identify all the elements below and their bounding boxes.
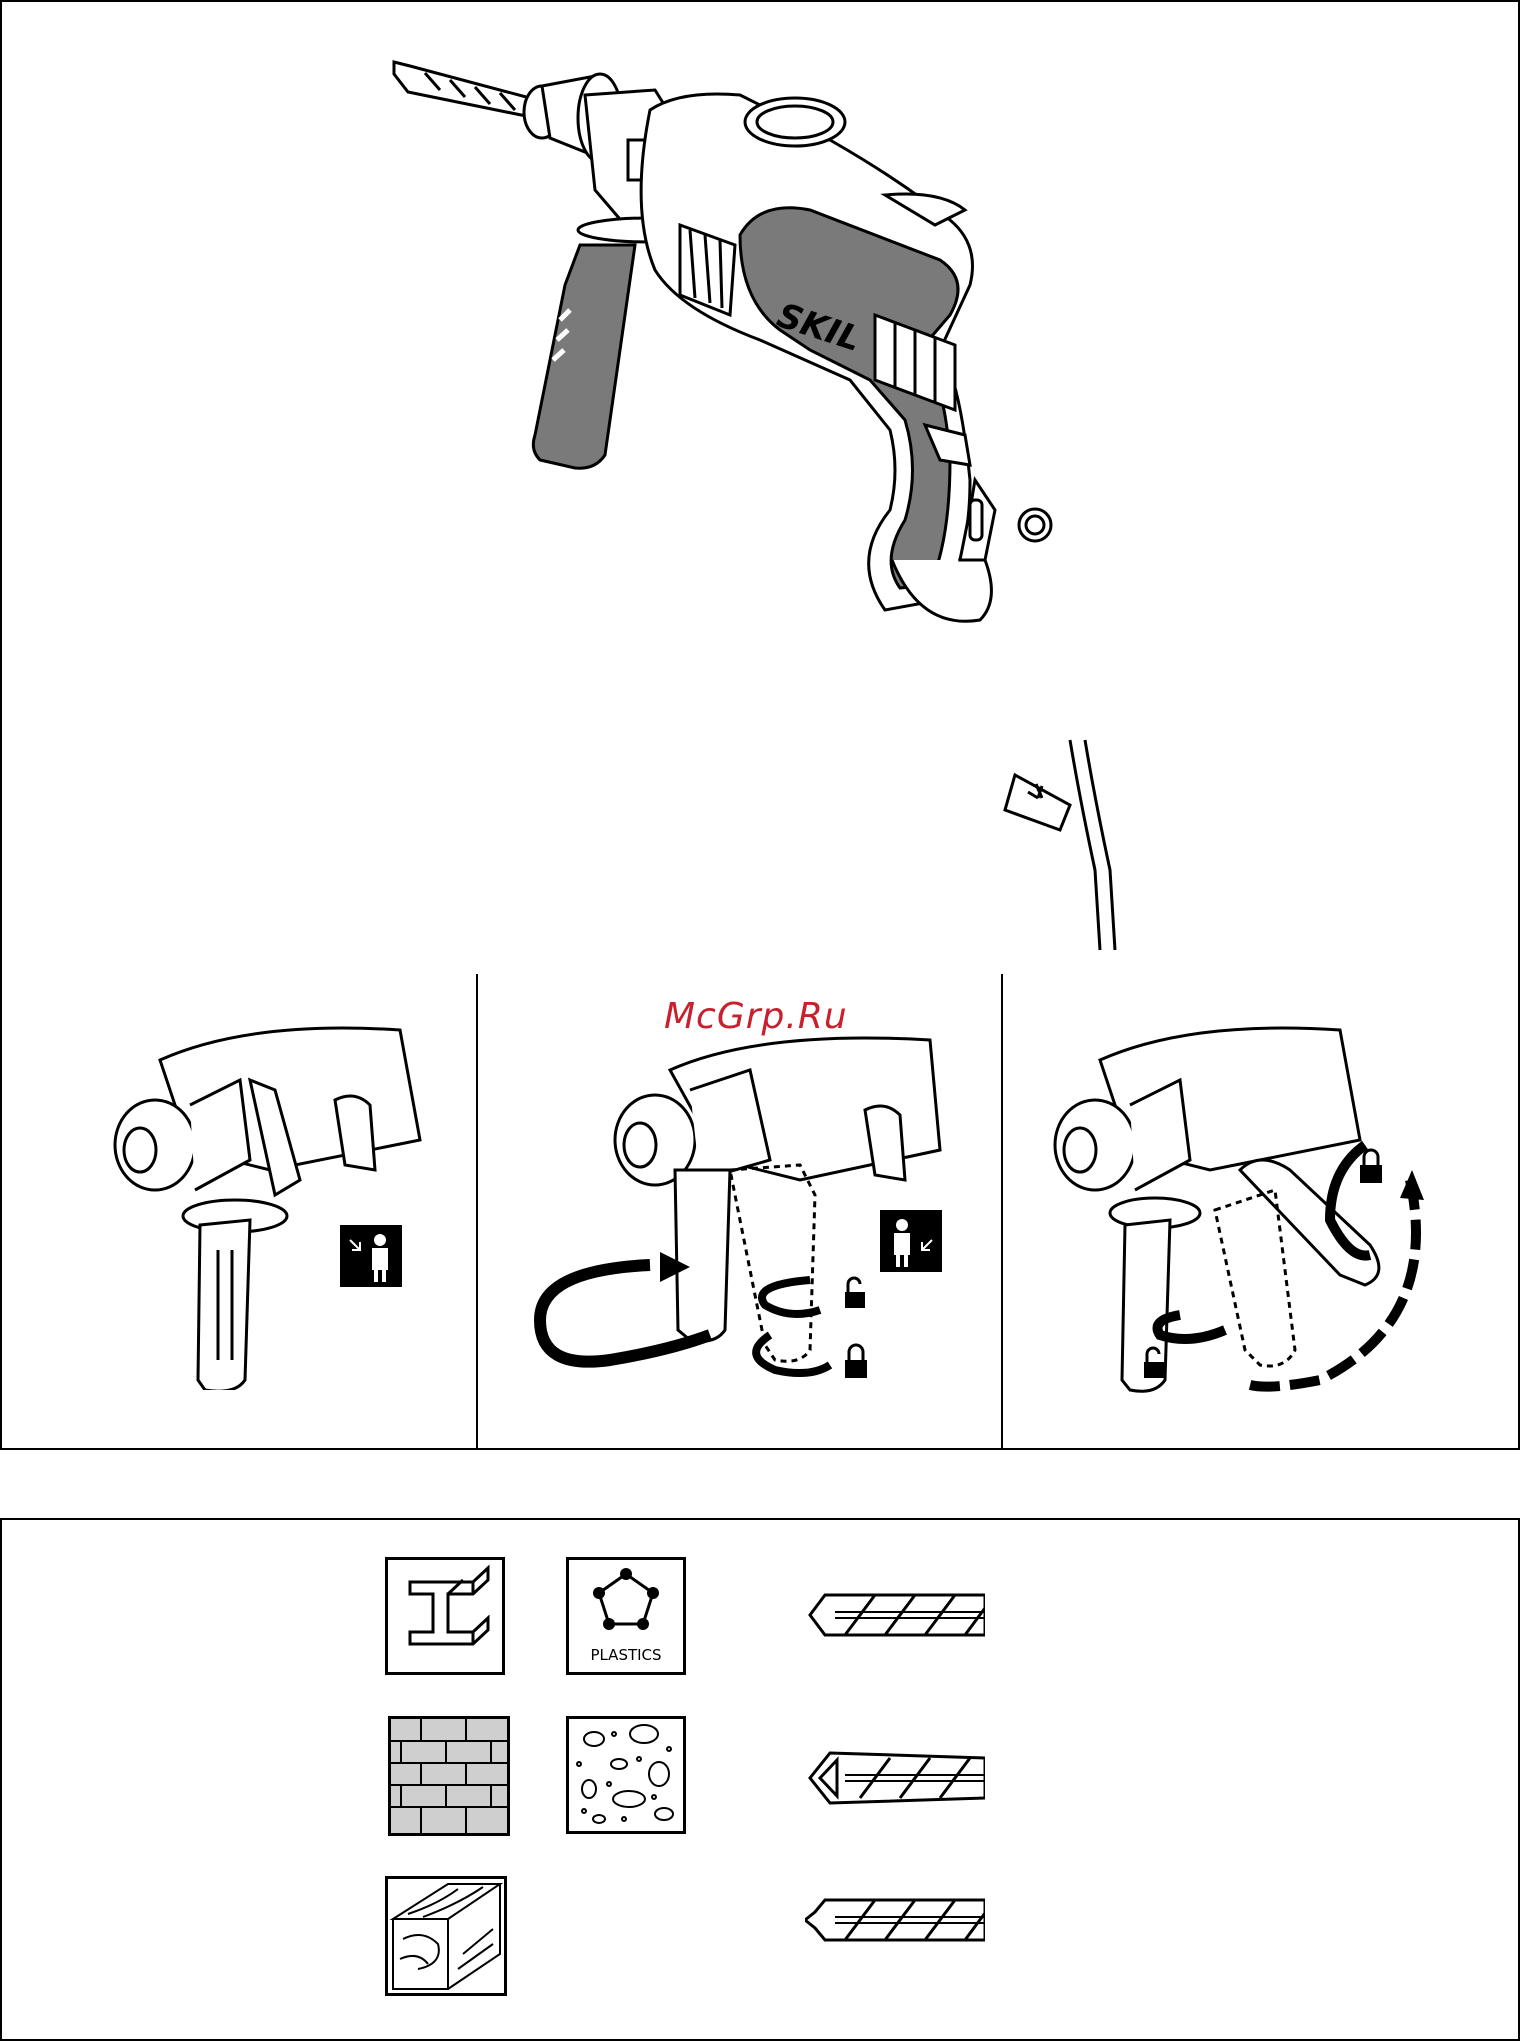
metal-drill-bit-icon <box>805 1590 985 1640</box>
materials-panel <box>0 1518 1520 2041</box>
operator-icon <box>340 1225 402 1287</box>
side-handle <box>533 245 635 468</box>
brick-wall-icon <box>388 1716 510 1836</box>
concrete-icon <box>566 1716 686 1834</box>
padlock-closed-icon <box>845 1345 867 1378</box>
step-handle-default <box>100 1020 440 1390</box>
drill-illustration: SKIL <box>380 40 1140 960</box>
plastics-label: PLASTICS <box>569 1646 683 1664</box>
power-cord <box>1005 740 1115 950</box>
padlock-open-icon <box>845 1278 865 1308</box>
step-handle-tilt <box>1040 1020 1490 1410</box>
wood-drill-bit-icon <box>805 1895 985 1945</box>
step-divider <box>1001 974 1003 1450</box>
operator-icon <box>880 1210 942 1272</box>
drill-bit <box>394 62 530 116</box>
steel-beam-icon <box>385 1557 505 1675</box>
step-divider <box>476 974 478 1450</box>
masonry-drill-bit-icon <box>805 1748 985 1808</box>
plastics-icon: PLASTICS <box>566 1557 686 1675</box>
step-handle-reposition <box>510 1030 960 1410</box>
wood-icon <box>385 1876 507 1996</box>
